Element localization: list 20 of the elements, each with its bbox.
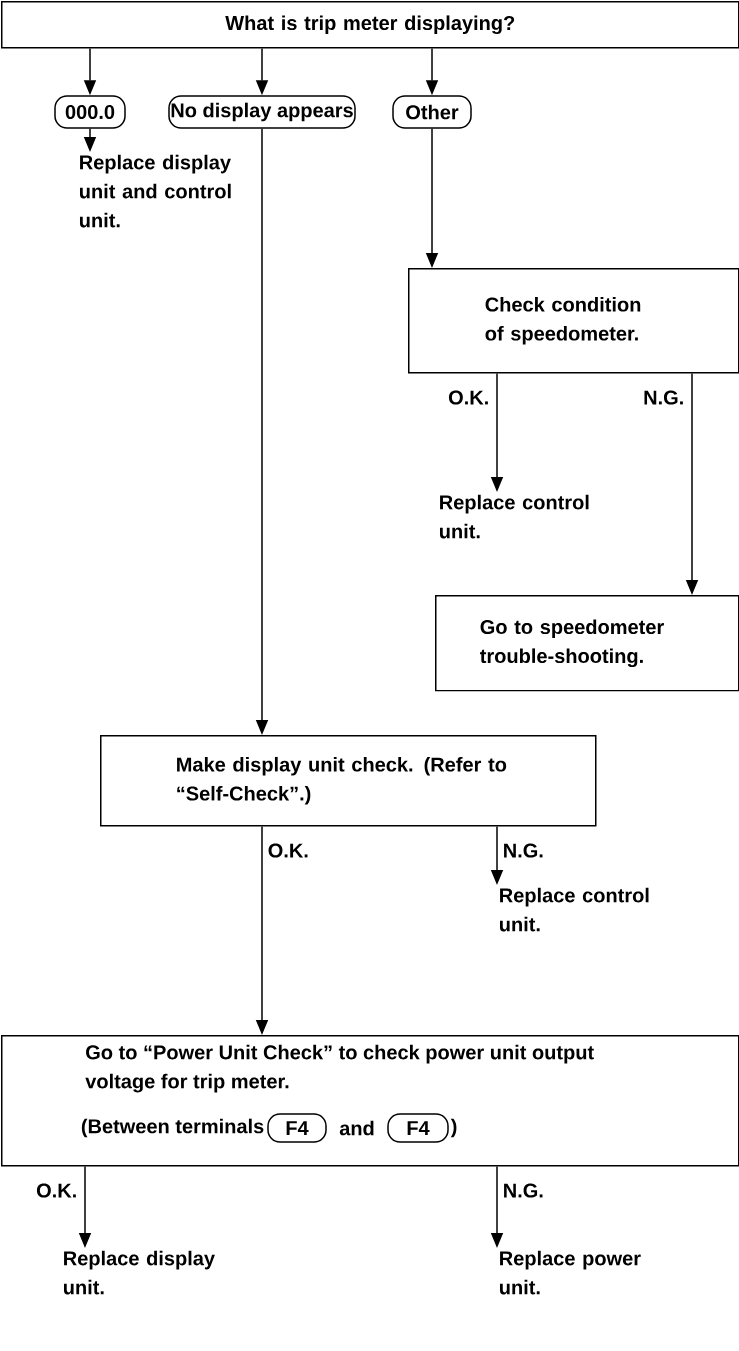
edge-label: N.G. (642, 389, 686, 406)
rounded-box: No display appears (168, 95, 356, 129)
edge-label: N.G. (501, 842, 545, 859)
rounded-box: F4 (387, 1113, 449, 1143)
rounded-box: Other (392, 95, 472, 129)
rounded-box: 000.0 (54, 95, 126, 129)
edge-label: N.G. (501, 1182, 545, 1199)
process-box: Make display unit check. (Refer to “Self-Check”.) (100, 735, 597, 827)
step-text: Replace power unit. (500, 1250, 641, 1295)
rounded-box: F4 (267, 1113, 327, 1143)
process-box: What is trip meter displaying? (1, 1, 739, 49)
step-text: Replace control unit. (500, 887, 649, 932)
step-text: Replace display unit and control unit. (80, 154, 231, 228)
edge-label: O.K. (35, 1182, 79, 1199)
edge-label: O.K. (447, 389, 491, 406)
process-box: Check condition of speedometer. (408, 268, 739, 374)
step-text: Replace display unit. (64, 1250, 215, 1295)
process-box: Go to speedometer trouble-shooting. (435, 595, 739, 692)
step-text: Replace control unit. (440, 494, 589, 539)
edge-label: O.K. (266, 842, 310, 859)
